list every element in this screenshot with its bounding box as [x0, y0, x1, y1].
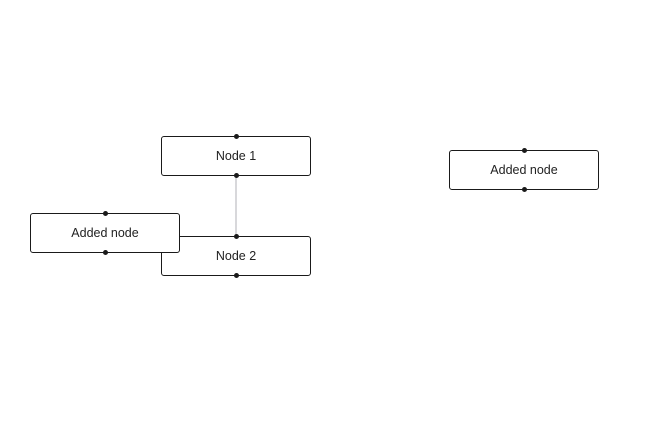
target-handle[interactable] — [102, 211, 108, 216]
added-node[interactable]: Added node — [30, 211, 180, 255]
target-handle[interactable] — [233, 134, 239, 139]
source-handle[interactable] — [521, 187, 527, 192]
source-handle[interactable] — [102, 250, 108, 255]
node-label: Added node — [490, 163, 558, 177]
source-handle[interactable] — [233, 273, 239, 278]
target-handle[interactable] — [233, 234, 239, 239]
target-handle[interactable] — [521, 148, 527, 153]
source-handle[interactable] — [233, 173, 239, 178]
added-node[interactable]: Added node — [449, 148, 599, 192]
node-label: Node 2 — [215, 249, 257, 263]
node-2[interactable]: Node 2 — [161, 234, 311, 278]
node-label: Node 1 — [215, 149, 257, 163]
node-label: Added node — [71, 226, 139, 240]
node-1[interactable]: Node 1 — [161, 134, 311, 178]
